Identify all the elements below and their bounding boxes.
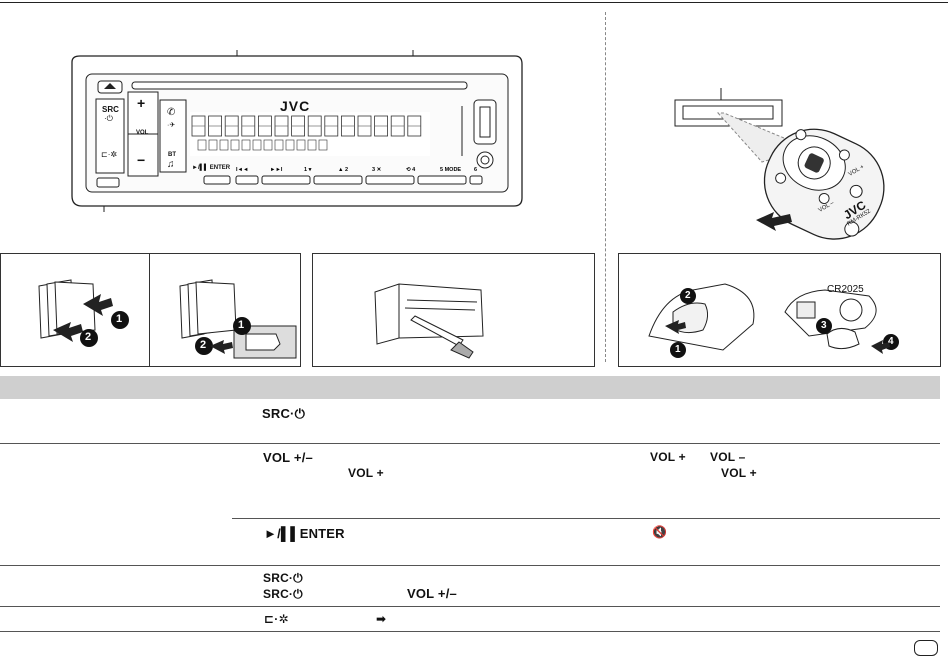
step-1-label: 1: [116, 313, 123, 325]
faceplate-diagram: I◄◄ ►►I 1 ▾ ▲ 2 3 ✕ ⟲ 4 5 MODE 6: [71, 50, 523, 212]
enter-label: ►/▌▌ ENTER: [192, 165, 231, 171]
lcd-small-cell: [263, 139, 273, 151]
bat-step-3: 3: [821, 320, 827, 331]
mute-icon: 🔇: [652, 525, 668, 539]
lcd-small-cell: [208, 139, 218, 151]
bat-step-1: 1: [675, 344, 681, 355]
arrow-right-icon: ➡: [376, 612, 387, 626]
detach-illustration: [179, 279, 297, 359]
vol-plus-minus-key: VOL +/–: [263, 450, 313, 465]
src-label: SRC: [102, 105, 119, 114]
lcd-small-cell: [252, 139, 262, 151]
faceplate-key: [469, 175, 483, 185]
faceplate-key-label: I◄◄: [236, 167, 248, 173]
column-separator: [605, 12, 606, 362]
lcd-small-cell: [241, 139, 251, 151]
voice-icon: ·✈: [167, 122, 176, 129]
top-rule: [0, 2, 948, 3]
faceplate-key-label: 3 ✕: [372, 166, 382, 173]
lcd-small-cell: [285, 139, 295, 151]
faceplate-key-label: 6: [474, 167, 477, 173]
phone-icon: ✆: [167, 107, 176, 118]
vol-plus-label: +: [137, 95, 146, 111]
detach-button: [96, 177, 120, 188]
power-icon: ·⏻: [104, 114, 113, 123]
lcd-small-cell: [274, 139, 284, 151]
step-2-label: 2: [85, 331, 92, 343]
bat-step-2: 2: [685, 290, 691, 301]
src-power-key-3: SRC·⏻: [263, 587, 303, 601]
lcd-small-cell: [197, 139, 207, 151]
faceplate-key: [203, 175, 231, 185]
bt-panel: [159, 99, 187, 173]
step-2-label-b: 2: [200, 339, 207, 351]
lcd-small-cell: [296, 139, 306, 151]
page-number-tab: [914, 640, 938, 656]
battery-type-label: CR2025: [827, 284, 864, 295]
battery-coin: [839, 298, 863, 322]
eject-icon: [104, 83, 116, 89]
step-1-label-b: 1: [238, 319, 245, 331]
vol-plus-key-2: VOL +: [650, 450, 686, 464]
vol-minus-label: −: [137, 152, 146, 168]
faceplate-key: [261, 175, 311, 185]
src-power-key: SRC·⏻: [262, 406, 306, 421]
enter-key: [804, 153, 824, 173]
row-divider: [0, 606, 940, 607]
preset-key-row: I◄◄ ►►I 1 ▾ ▲ 2 3 ✕ ⟲ 4 5 MODE 6: [203, 166, 483, 185]
src-panel: [95, 98, 125, 174]
faceplate-key: [365, 175, 415, 185]
vol-plus-minus-key-2: VOL +/–: [407, 586, 457, 601]
lcd-small-cell: [219, 139, 229, 151]
faceplate-key-label: ⟲ 4: [406, 166, 416, 173]
bt-label: BT: [168, 152, 176, 158]
attach-illustration: [38, 279, 129, 347]
battery-tab-arrow: [756, 212, 792, 231]
battery-illustration: [648, 283, 899, 358]
brand-logo: JVC: [280, 98, 311, 114]
faceplate-key: [313, 175, 363, 185]
faceplate-key: [417, 175, 467, 185]
row-sub-divider: [232, 518, 940, 519]
vol-label: VOL: [136, 130, 149, 136]
lcd-small-cell: [230, 139, 240, 151]
faceplate-key-label: 5 MODE: [440, 167, 461, 173]
play-pause-enter-key: ►/▌▌ENTER: [264, 526, 345, 541]
display-icon: ⊏·✲: [101, 150, 118, 159]
remote-diagram: [674, 88, 885, 240]
disc-slot: [131, 81, 468, 90]
panel-reset: [312, 253, 595, 367]
faceplate-key: [235, 175, 259, 185]
panel-attach: 1 2: [0, 253, 150, 367]
vol-plus-key: VOL +: [348, 466, 384, 480]
music-icon: ♫: [167, 159, 175, 170]
lcd-small-cell: [318, 139, 328, 151]
display-settings-key: ⊏·✲: [264, 612, 289, 626]
faceplate-key-label: 1 ▾: [304, 167, 313, 173]
lcd-small-cell: [307, 139, 317, 151]
panel-detach: 1 2: [149, 253, 301, 367]
row-divider: [0, 631, 940, 632]
faceplate-key-label: ▲ 2: [338, 167, 348, 173]
bat-step-4: 4: [888, 336, 894, 347]
vol-plus-key-3: VOL +: [721, 466, 757, 480]
src-power-key-2: SRC·⏻: [263, 571, 303, 585]
reset-illustration: [374, 283, 484, 359]
panel-battery: CR2025 2 1 3 4: [618, 253, 941, 367]
vol-minus-key: VOL –: [710, 450, 746, 464]
remote-control: [763, 128, 885, 240]
row-divider: [0, 443, 940, 444]
row-divider: [0, 565, 940, 566]
faceplate-key-label: ►►I: [270, 167, 283, 173]
table-header: [0, 376, 940, 399]
